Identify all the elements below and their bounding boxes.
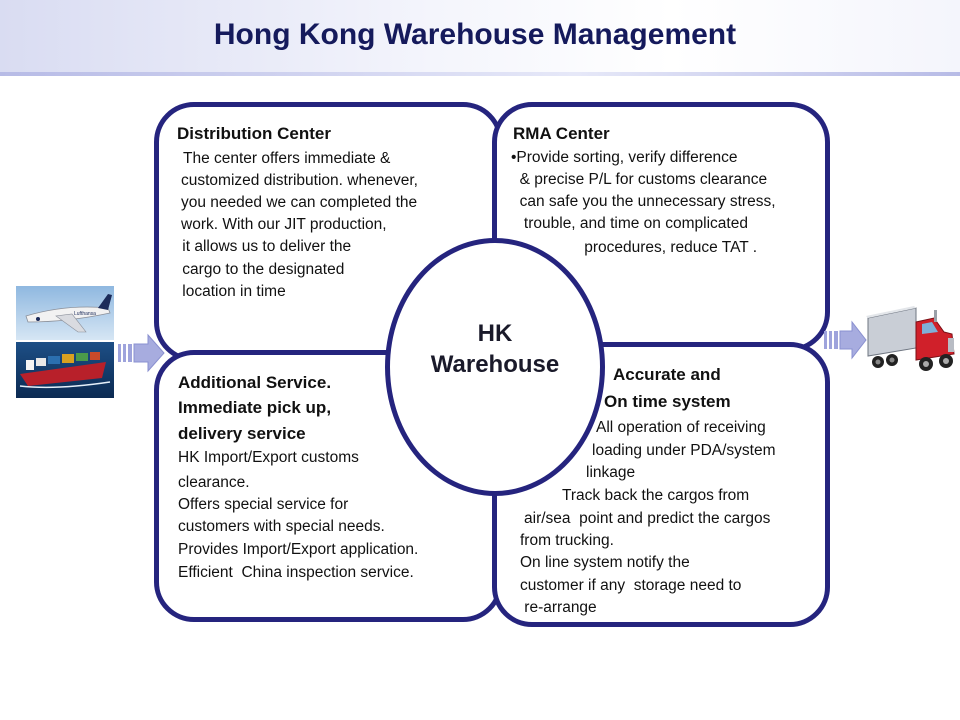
accurate-line: re-arrange xyxy=(520,599,597,616)
accurate-line: linkage xyxy=(586,464,636,481)
additional-heading: Additional Service. xyxy=(178,373,332,392)
header-band xyxy=(0,0,960,76)
page-title: Hong Kong Warehouse Management xyxy=(213,18,737,51)
header-divider xyxy=(0,72,960,76)
additional-heading: delivery service xyxy=(178,424,306,443)
additional-heading: Immediate pick up, xyxy=(178,398,332,417)
accurate-line: customer if any storage need to xyxy=(520,577,742,594)
additional-line: customers with special needs. xyxy=(178,518,385,535)
distribution-line: The center offers immediate & xyxy=(183,150,391,167)
distribution-line: work. With our JIT production, xyxy=(181,216,387,233)
distribution-line: you needed we can completed the xyxy=(181,194,418,211)
distribution-line: it allows us to deliver the xyxy=(178,238,352,255)
additional-line: Offers special service for xyxy=(178,496,349,513)
truck-icon xyxy=(866,306,955,371)
accurate-heading: Accurate and xyxy=(613,365,721,384)
additional-line: Provides Import/Export application. xyxy=(178,541,419,558)
accurate-line: On line system notify the xyxy=(520,554,690,571)
additional-line: clearance. xyxy=(178,474,250,491)
inbound-arrow-icon xyxy=(118,333,165,373)
transport-images: Lufthansa xyxy=(16,286,114,398)
distribution-line: location in time xyxy=(178,283,286,300)
rma-line: can safe you the unnecessary stress, xyxy=(511,193,776,210)
distribution-line: customized distribution. whenever, xyxy=(181,172,418,189)
accurate-line: from trucking. xyxy=(520,532,614,549)
hk-warehouse-ellipse xyxy=(385,238,605,496)
accurate-line: Track back the cargos from xyxy=(562,487,750,504)
rma-line: trouble, and time on complicated xyxy=(511,215,748,232)
hk-warehouse-label: HK Warehouse xyxy=(430,320,560,378)
outbound-arrow-icon xyxy=(824,320,867,360)
distribution-heading: Distribution Center xyxy=(177,124,331,143)
additional-line: HK Import/Export customs xyxy=(178,449,359,466)
rma-line: •Provide sorting, verify difference xyxy=(511,149,738,166)
accurate-line: All operation of receiving xyxy=(596,419,766,436)
additional-line: Efficient China inspection service. xyxy=(178,564,414,581)
rma-line: & precise P/L for customs clearance xyxy=(511,171,768,188)
accurate-line: loading under PDA/system xyxy=(592,442,776,459)
rma-heading: RMA Center xyxy=(513,124,610,143)
rma-line: procedures, reduce TAT . xyxy=(511,239,758,256)
accurate-heading: On time system xyxy=(604,392,731,411)
svg-text:Lufthansa: Lufthansa xyxy=(74,311,96,317)
distribution-line: cargo to the designated xyxy=(178,261,345,278)
cargo-ship-icon xyxy=(16,342,114,398)
accurate-line: air/sea point and predict the cargos xyxy=(524,510,771,527)
airplane-icon: Lufthansa xyxy=(16,286,114,340)
